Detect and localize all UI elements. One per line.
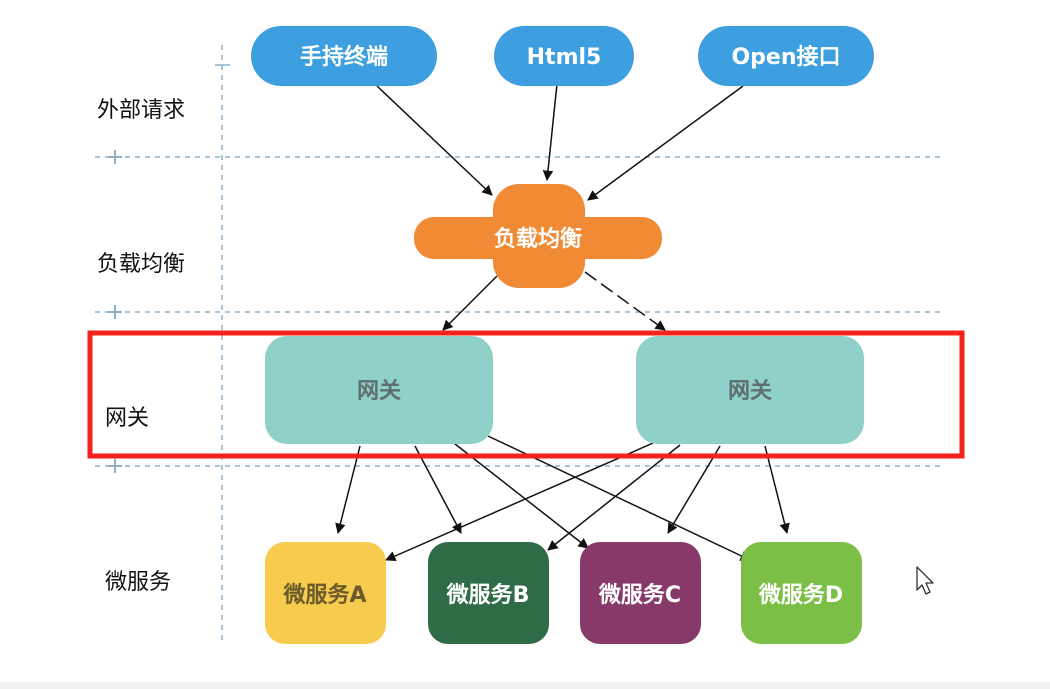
svg-text:Open接口: Open接口: [731, 45, 840, 70]
gateway-node: 网关: [265, 336, 493, 444]
svg-text:Html5: Html5: [527, 45, 602, 70]
load-balancer-label: 负载均衡: [494, 226, 582, 252]
gateway-node: 网关: [636, 336, 864, 444]
layer-label-gateway: 网关: [105, 406, 149, 431]
bottom-strip: [0, 682, 1050, 689]
svg-text:网关: 网关: [357, 379, 401, 404]
service-node-c: 微服务C: [580, 542, 701, 644]
svg-text:微服务D: 微服务D: [758, 582, 843, 608]
svg-text:手持终端: 手持终端: [300, 44, 388, 70]
svg-text:微服务C: 微服务C: [598, 582, 681, 608]
mouse-cursor-icon: [916, 566, 934, 595]
layer-label-microservices: 微服务: [105, 570, 171, 595]
svg-text:网关: 网关: [728, 379, 772, 404]
svg-text:微服务A: 微服务A: [282, 582, 366, 608]
service-node-d: 微服务D: [741, 542, 862, 644]
service-node-b: 微服务B: [428, 542, 549, 644]
connector-arrows: [335, 83, 790, 562]
layer-divider: [95, 459, 945, 473]
service-node-a: 微服务A: [265, 542, 386, 644]
external-node-html5: Html5: [494, 26, 634, 86]
gateway-highlight-frame: [87, 330, 965, 459]
external-node-open-api: Open接口: [698, 26, 874, 86]
layer-divider: [95, 150, 945, 164]
layer-divider: [95, 305, 945, 319]
layer-label-load-balancing: 负载均衡: [97, 252, 185, 277]
external-node-handheld-terminal: 手持终端: [251, 26, 437, 86]
layer-label-external-request: 外部请求: [97, 98, 185, 123]
load-balancer-node: 负载均衡: [414, 184, 662, 288]
svg-text:微服务B: 微服务B: [446, 582, 530, 608]
